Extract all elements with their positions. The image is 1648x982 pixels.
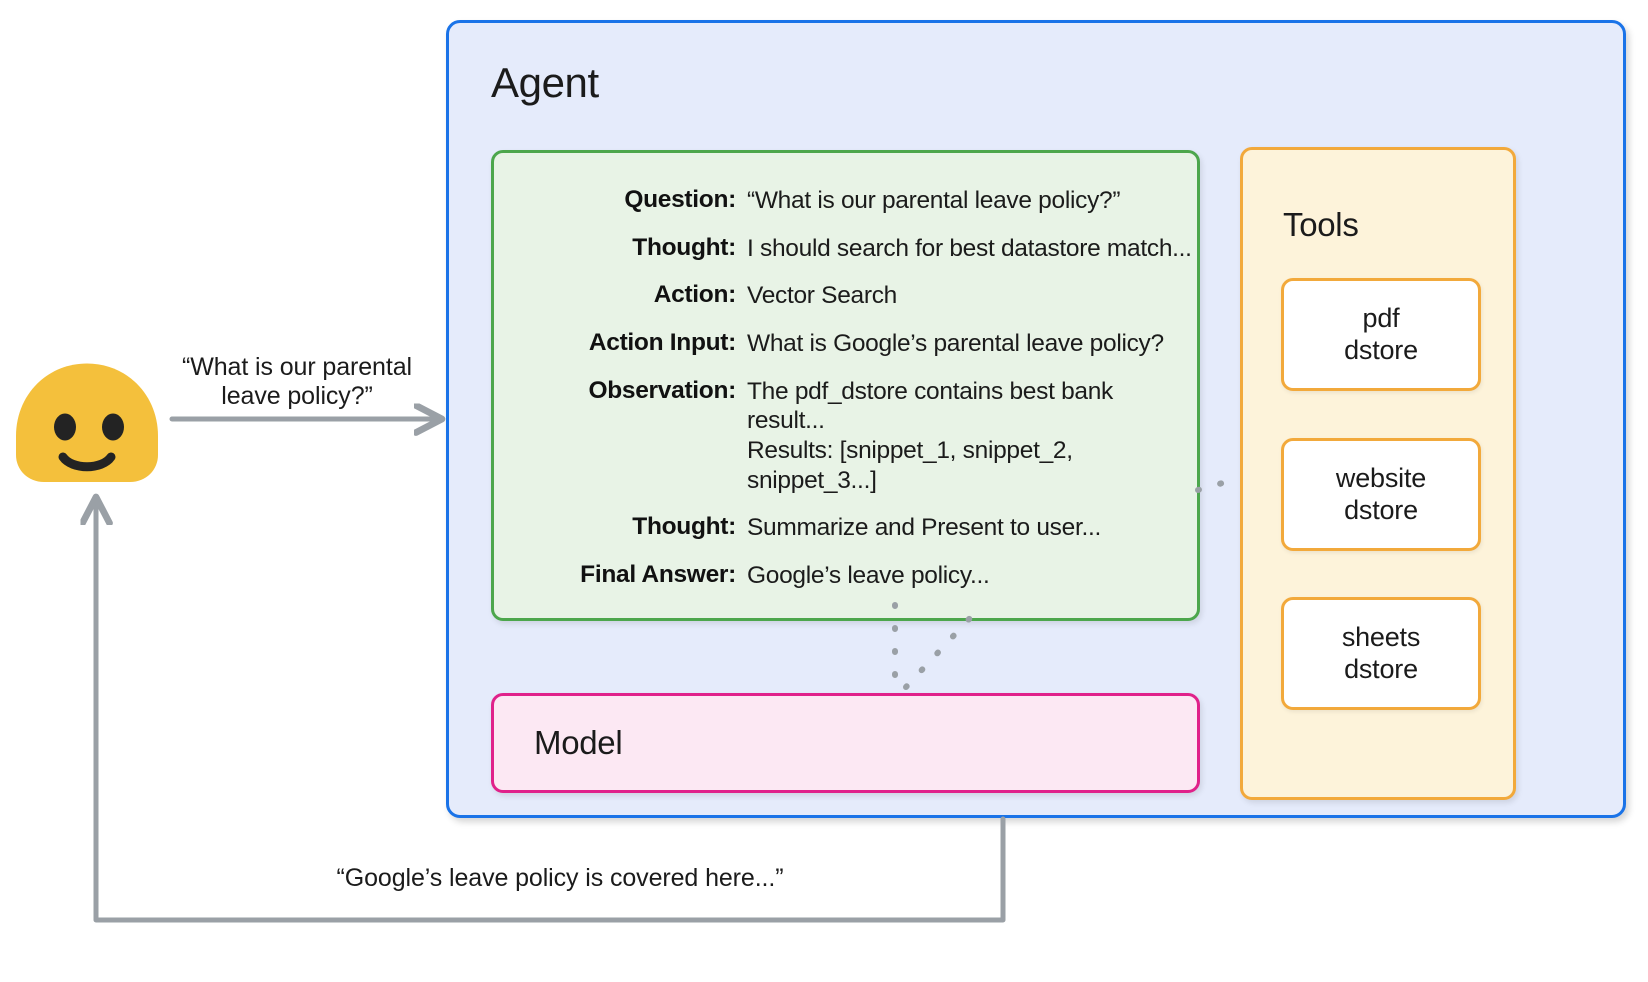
answer-arrow-label: “Google’s leave policy is covered here..…	[336, 864, 784, 892]
tool-card-sheets-dstore[interactable]: sheets dstore	[1281, 597, 1481, 710]
table-row: Observation: The pdf_dstore contains bes…	[494, 377, 1197, 497]
agent-title: Agent	[491, 59, 599, 106]
tools-panel: Tools pdf dstore website dstore sheets d…	[1240, 147, 1516, 800]
trace-label: Observation:	[588, 376, 736, 404]
smiling-blob-emoji	[16, 363, 158, 482]
tools-title: Tools	[1283, 206, 1359, 243]
trace-label: Question:	[624, 186, 736, 213]
table-row: Final Answer: Google’s leave policy...	[494, 561, 1197, 592]
table-row: Thought: Summarize and Present to user..…	[494, 513, 1197, 544]
tool-card-pdf-dstore[interactable]: pdf dstore	[1281, 278, 1481, 391]
trace-value: The pdf_dstore contains best bank result…	[747, 377, 1114, 495]
agent-trace-box: Question: “What is our parental leave po…	[491, 150, 1200, 621]
agent-panel: Agent Question: “What is our parental le…	[446, 20, 1626, 818]
model-title: Model	[534, 724, 623, 761]
trace-label: Thought:	[632, 233, 736, 261]
trace-value: What is Google’s parental leave policy?	[747, 329, 1164, 357]
trace-row-list: Question: “What is our parental leave po…	[494, 186, 1197, 608]
table-row: Thought: I should search for best datast…	[494, 234, 1197, 265]
question-arrow-label: “What is our parental leave policy?”	[182, 353, 412, 411]
table-row: Question: “What is our parental leave po…	[494, 186, 1197, 217]
trace-label: Action:	[653, 281, 737, 309]
trace-label: Thought:	[632, 513, 736, 540]
trace-value: I should search for best datastore match…	[747, 234, 1192, 262]
trace-label: Action Input:	[588, 328, 736, 356]
user-avatar	[14, 362, 160, 484]
table-row: Action Input: What is Google’s parental …	[494, 329, 1197, 360]
trace-value: Vector Search	[747, 282, 897, 310]
trace-label: Final Answer:	[580, 560, 736, 588]
trace-value: “What is our parental leave policy?”	[747, 187, 1121, 214]
table-row: Action: Vector Search	[494, 281, 1197, 312]
tool-card-website-dstore[interactable]: website dstore	[1281, 438, 1481, 551]
model-box: Model	[491, 693, 1200, 793]
trace-value: Summarize and Present to user...	[747, 514, 1101, 541]
trace-value: Google’s leave policy...	[747, 561, 990, 589]
